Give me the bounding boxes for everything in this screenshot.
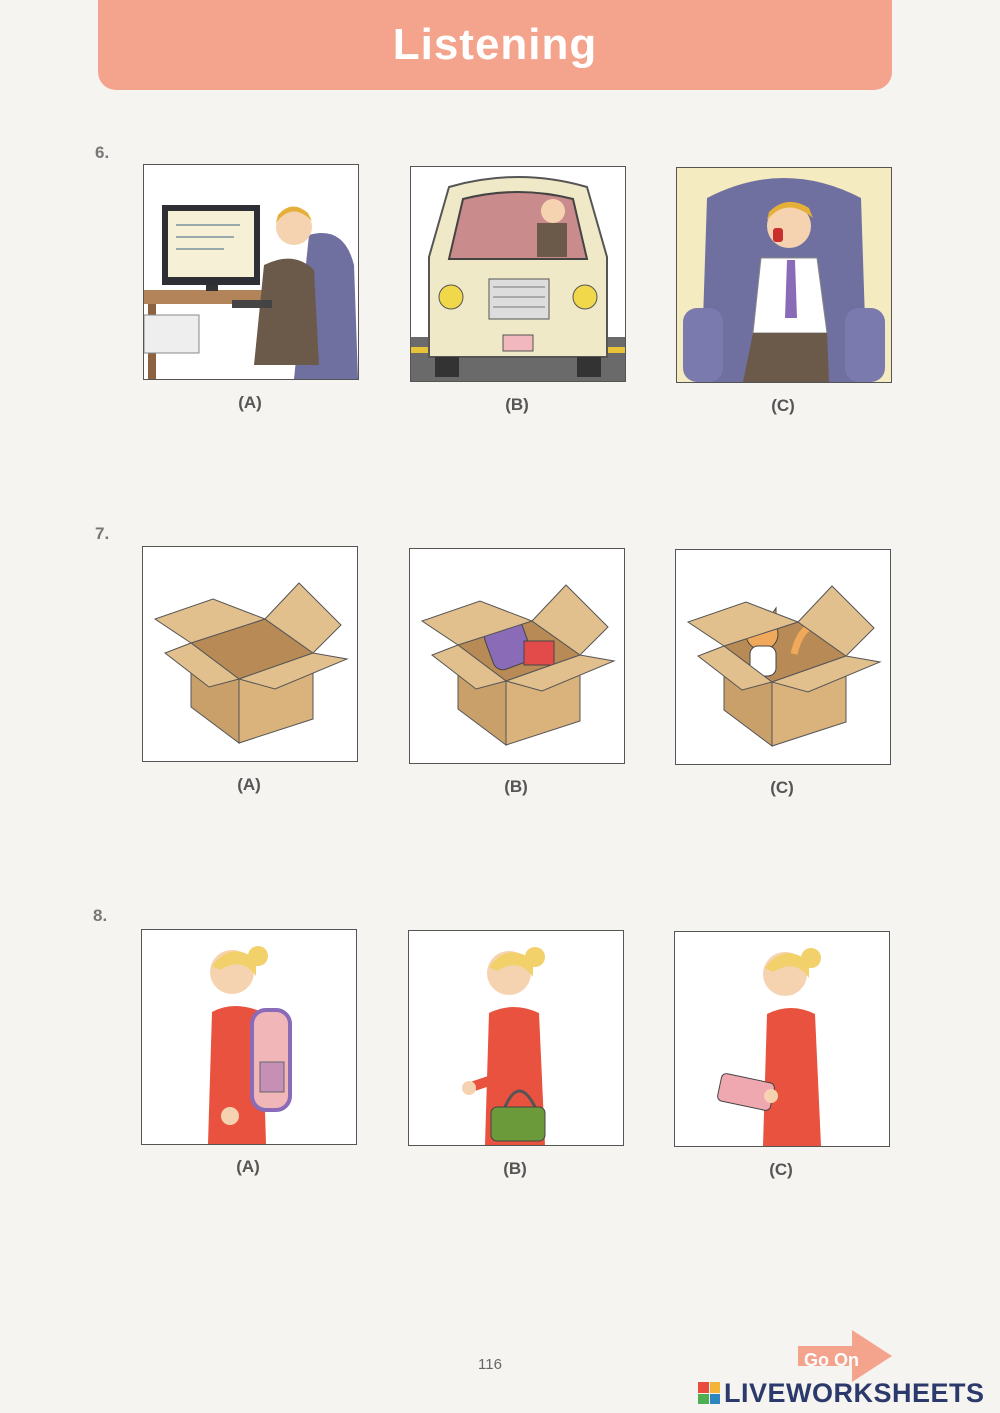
man-driving-car-icon [411, 167, 625, 381]
section-header: Listening [98, 0, 892, 90]
woman-with-backpack-icon [142, 930, 356, 1144]
go-on-label: Go On [804, 1350, 859, 1370]
option-6a-label: (A) [238, 393, 262, 412]
option-8b-picture[interactable] [408, 930, 624, 1146]
go-on-arrow-icon [798, 1330, 892, 1382]
liveworksheets-watermark: LIVEWORKSHEETS [698, 1377, 985, 1409]
question-number-6: 6. [95, 143, 110, 162]
section-title: Listening [392, 20, 598, 69]
option-6a-picture[interactable] [143, 164, 359, 380]
page-number: 116 [478, 1356, 502, 1373]
option-7c-label: (C) [770, 778, 794, 797]
option-6b-picture[interactable] [410, 166, 626, 382]
empty-box-icon [143, 547, 357, 761]
option-7b-label: (B) [504, 777, 528, 796]
option-7a-picture[interactable] [142, 546, 358, 762]
box-with-cat-icon [676, 550, 890, 764]
option-7c-picture[interactable] [675, 549, 891, 765]
option-8a-label: (A) [236, 1157, 260, 1176]
box-with-toys-icon [410, 549, 624, 763]
option-8b-label: (B) [503, 1159, 527, 1178]
woman-with-clutch-icon [675, 932, 889, 1146]
man-at-computer-icon [144, 165, 358, 379]
option-6c-picture[interactable] [676, 167, 892, 383]
option-7b-picture[interactable] [409, 548, 625, 764]
brand-name: LIVEWORKSHEETS [724, 1377, 985, 1408]
liveworksheets-logo-icon [698, 1382, 720, 1404]
option-6c-label: (C) [771, 396, 795, 415]
question-number-8: 8. [93, 906, 108, 925]
option-7a-label: (A) [237, 775, 261, 794]
option-6b-label: (B) [505, 395, 529, 414]
man-on-phone-in-armchair-icon [677, 168, 891, 382]
option-8c-picture[interactable] [674, 931, 890, 1147]
option-8a-picture[interactable] [141, 929, 357, 1145]
question-number-7: 7. [95, 524, 110, 543]
woman-with-handbag-icon [409, 931, 623, 1145]
option-8c-label: (C) [769, 1160, 793, 1179]
